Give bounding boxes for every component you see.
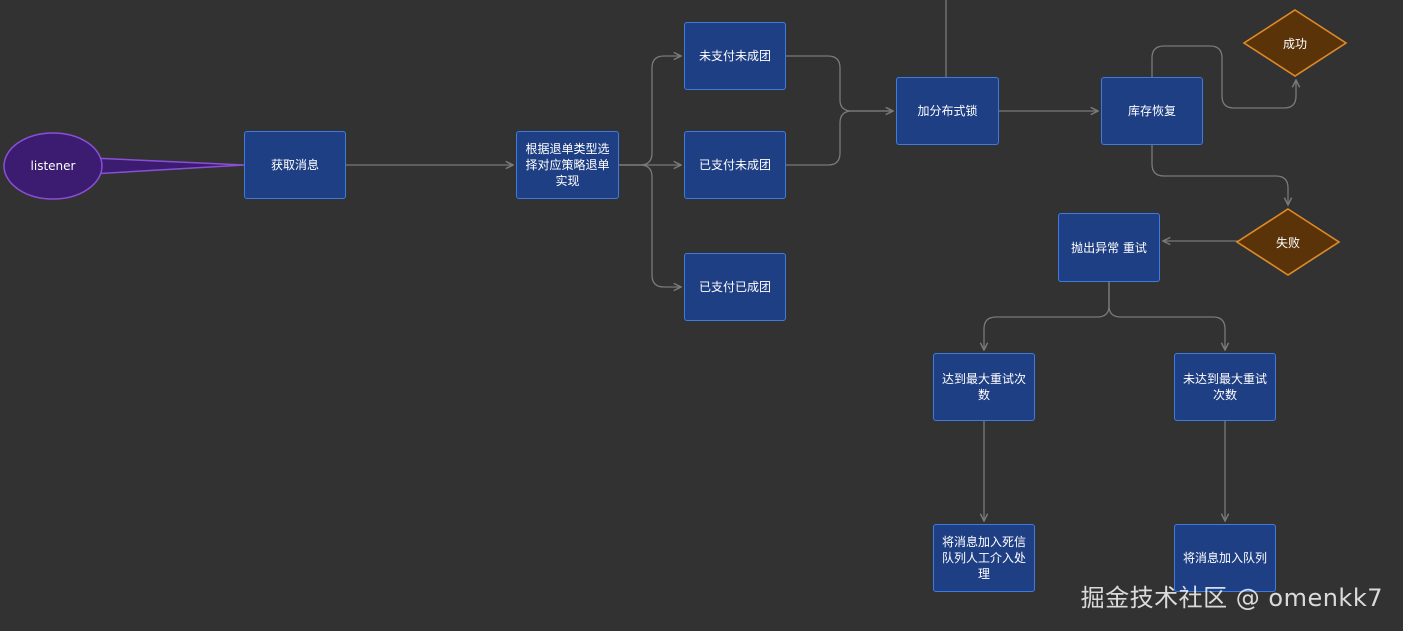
max-retries-reached-node[interactable]: 达到最大重试次 数 (933, 353, 1035, 421)
failure-diamond[interactable] (1235, 208, 1341, 276)
edge-strategy-to-unpaid (618, 56, 681, 166)
paid-not-grouped-node[interactable]: 已支付未成团 (684, 131, 786, 199)
watermark-text: 掘金技术社区 @ omenkk7 (1080, 584, 1383, 612)
edge-stock-to-failure (1151, 145, 1288, 205)
distributed-lock-node[interactable]: 加分布式锁 (896, 77, 999, 145)
dead-letter-node[interactable]: 将消息加入死信 队列人工介入处 理 (933, 524, 1035, 592)
edge-unpaid-to-lock (785, 55, 893, 111)
stock-restore-node[interactable]: 库存恢复 (1101, 77, 1203, 145)
listener-label: listener (30, 159, 76, 173)
listener-tail-join (80, 159, 96, 173)
paid-grouped-node[interactable]: 已支付已成团 (684, 253, 786, 321)
max-retries-not-reached-node[interactable]: 未达到最大重试 次数 (1174, 353, 1276, 421)
listener-ellipse[interactable] (3, 132, 103, 200)
edge-retry-to-max-reached (984, 282, 1110, 350)
success-diamond[interactable] (1242, 9, 1348, 77)
success-label: 成功 (1282, 36, 1307, 51)
requeue-node[interactable]: 将消息加入队列 (1174, 524, 1276, 592)
failure-label: 失败 (1275, 235, 1300, 250)
unpaid-not-grouped-node[interactable]: 未支付未成团 (684, 22, 786, 90)
select-strategy-node[interactable]: 根据退单类型选 择对应策略退单 实现 (516, 131, 619, 199)
edge-strategy-to-paid-grouped (618, 164, 681, 287)
edge-stock-to-success (1151, 45, 1296, 109)
listener-tail (91, 157, 245, 175)
edge-paid-not-grouped-to-lock (785, 110, 893, 166)
edge-retry-to-max-not-reached (1108, 282, 1225, 350)
throw-retry-node[interactable]: 抛出异常 重试 (1058, 213, 1160, 282)
get-message-node[interactable]: 获取消息 (244, 131, 346, 199)
